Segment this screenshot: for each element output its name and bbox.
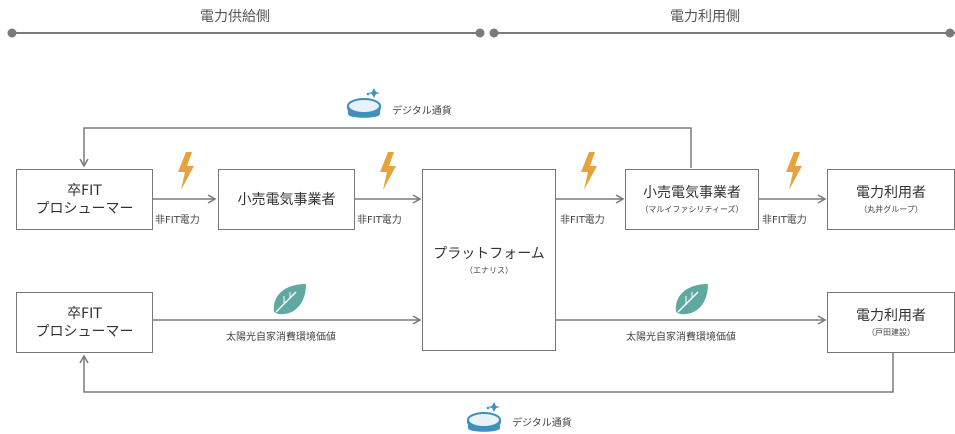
non-fit-power-label: 非FIT電力 xyxy=(155,215,200,226)
node-label: 小売電気事業者 xyxy=(237,191,336,208)
lightning-icon xyxy=(786,152,802,190)
solar-value-label: 太陽光自家消費環境価値 xyxy=(226,332,336,343)
user-node-bottom: 電力利用者 （戸田建設） xyxy=(827,292,955,353)
node-label: 卒FIT xyxy=(67,182,102,199)
node-label: プロシューマー xyxy=(35,323,134,340)
node-sublabel: （丸井グループ） xyxy=(859,205,923,214)
solar-value-label: 太陽光自家消費環境価値 xyxy=(626,332,736,343)
demand-side-label: 電力利用側 xyxy=(670,9,740,25)
lightning-icon xyxy=(581,152,597,190)
retailer-node-right: 小売電気事業者 （マルイファシリティーズ） xyxy=(625,169,759,230)
node-sublabel: （マルイファシリティーズ） xyxy=(640,205,744,214)
node-label: 卒FIT xyxy=(67,305,102,322)
non-fit-power-label: 非FIT電力 xyxy=(762,215,807,226)
prosumer-node-bottom: 卒FIT プロシューマー xyxy=(16,292,153,353)
coin-icon xyxy=(467,402,501,432)
digital-currency-label: デジタル通貨 xyxy=(512,418,572,429)
node-label: プラットフォーム xyxy=(433,245,545,262)
node-label: プロシューマー xyxy=(35,200,134,217)
leaf-icon xyxy=(273,284,306,315)
user-node-top: 電力利用者 （丸井グループ） xyxy=(827,169,955,230)
digital-currency-label: デジタル通貨 xyxy=(392,106,452,117)
node-label: 電力利用者 xyxy=(856,308,926,324)
non-fit-power-label: 非FIT電力 xyxy=(560,215,605,226)
leaf-icon xyxy=(675,284,708,315)
node-sublabel: （戸田建設） xyxy=(867,328,915,337)
non-fit-power-label: 非FIT電力 xyxy=(357,215,402,226)
node-sublabel: （エナリス） xyxy=(465,265,513,275)
prosumer-node-top: 卒FIT プロシューマー xyxy=(16,169,153,230)
retailer-node-left: 小売電気事業者 xyxy=(218,169,355,230)
lightning-icon xyxy=(380,152,396,190)
platform-node: プラットフォーム （エナリス） xyxy=(422,169,556,351)
digital-currency-loop-bottom xyxy=(79,353,894,393)
node-label: 小売電気事業者 xyxy=(643,185,741,201)
node-label: 電力利用者 xyxy=(856,185,926,201)
supply-side-label: 電力供給側 xyxy=(200,9,270,25)
coin-icon xyxy=(347,88,381,118)
digital-currency-loop-top xyxy=(79,127,692,168)
lightning-icon xyxy=(178,152,194,190)
header-timeline xyxy=(7,28,955,38)
